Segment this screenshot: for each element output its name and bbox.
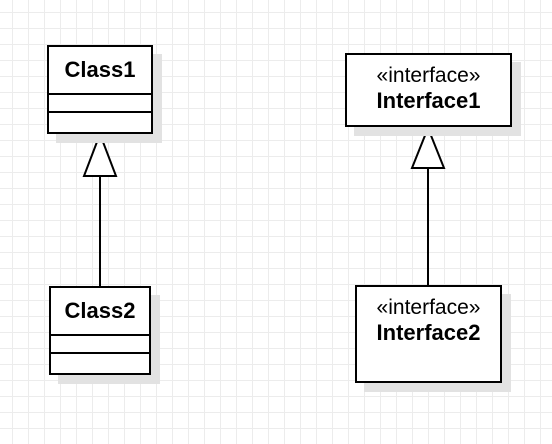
class-name: Class1 (49, 47, 151, 95)
interface-box-interface1[interactable]: «interface» Interface1 (345, 53, 512, 127)
generalization-class2-to-class1[interactable] (82, 131, 118, 286)
interface-name: Interface2 (376, 320, 481, 345)
interface-stereotype: «interface» (376, 64, 481, 87)
operations-compartment (49, 113, 151, 130)
attributes-compartment (51, 336, 149, 354)
class-name: Class2 (51, 288, 149, 336)
attributes-compartment (49, 95, 151, 113)
class-box-class2[interactable]: Class2 (49, 286, 151, 375)
interface-stereotype: «interface» (376, 296, 481, 319)
hollow-triangle-arrowhead-icon (82, 131, 118, 177)
interface-box-interface2[interactable]: «interface» Interface2 (355, 285, 502, 383)
interface-name: Interface1 (376, 88, 481, 113)
generalization-interface2-to-interface1[interactable] (410, 125, 446, 286)
operations-compartment (51, 354, 149, 371)
hollow-triangle-arrowhead-icon (410, 125, 446, 169)
class-box-class1[interactable]: Class1 (47, 45, 153, 134)
